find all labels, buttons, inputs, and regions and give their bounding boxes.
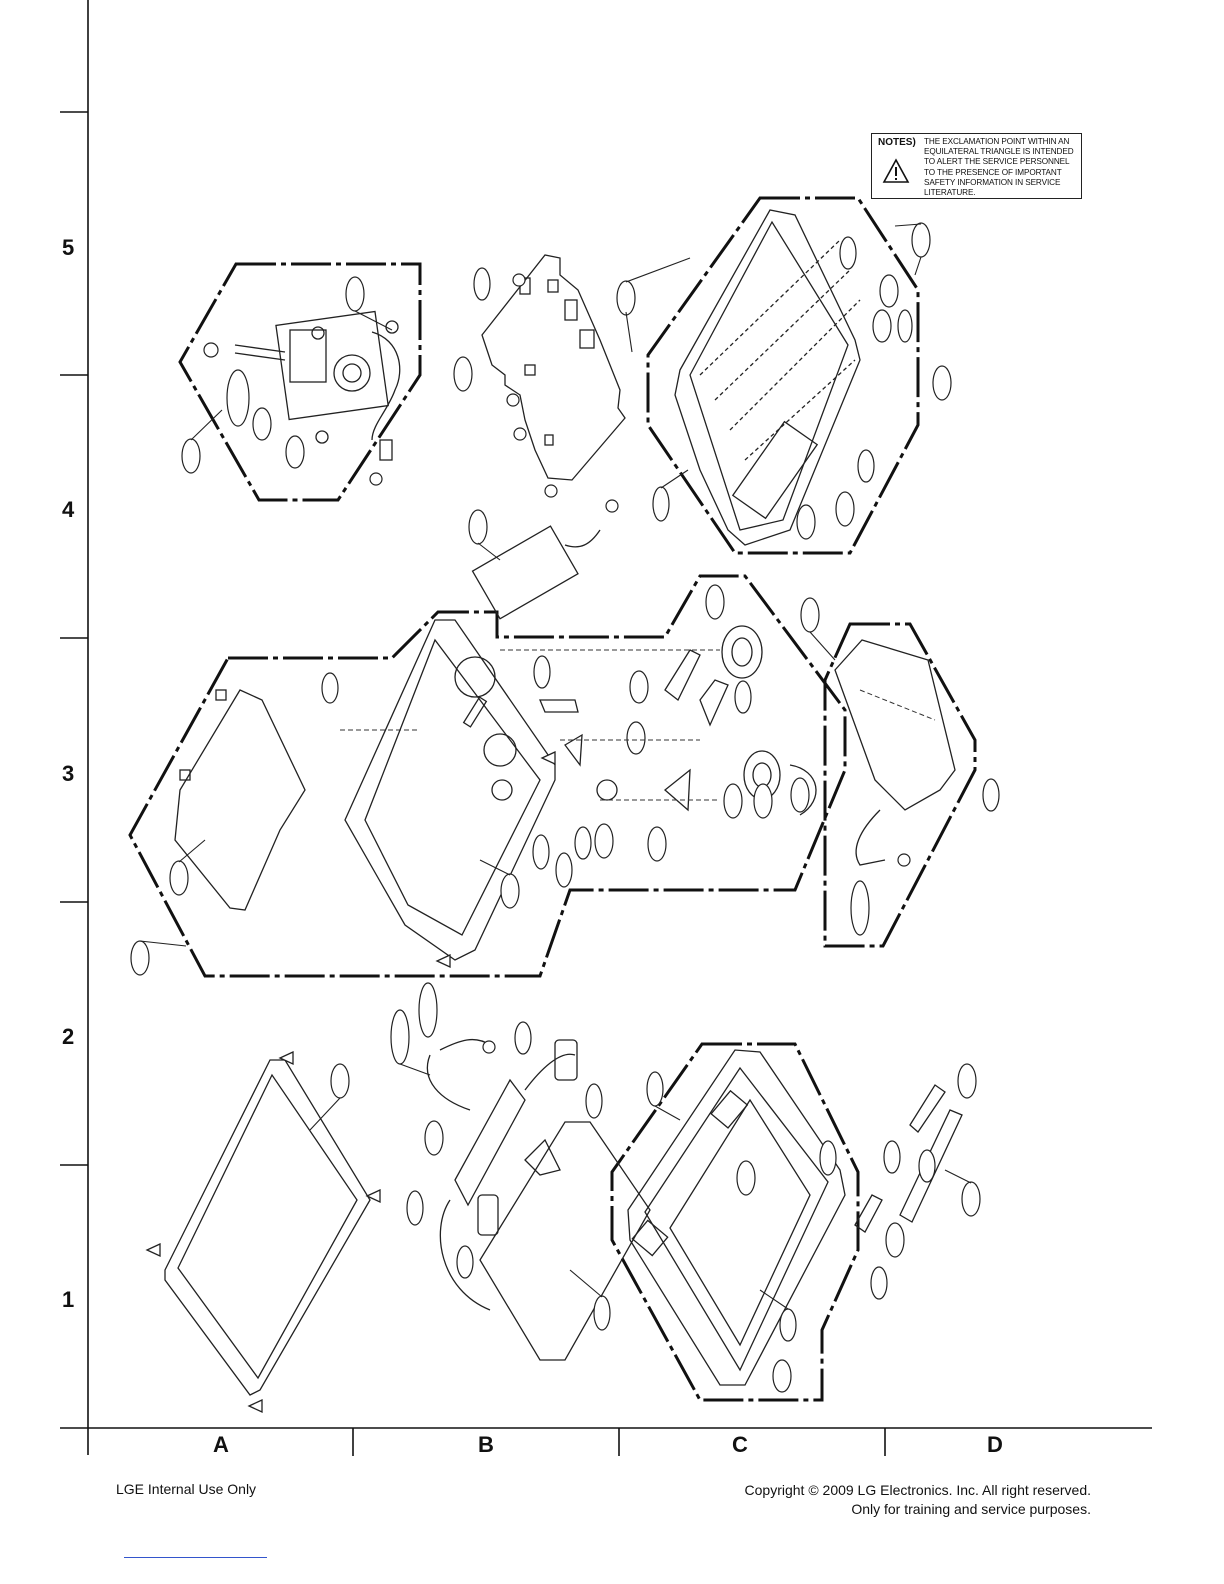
warning-triangle-icon	[540, 750, 556, 766]
lcd-window	[164, 1059, 371, 1396]
top-cabinet	[674, 209, 861, 546]
purpose-line: Only for training and service purposes.	[851, 1501, 1091, 1517]
optical-pickup	[275, 310, 389, 421]
lcd-panel	[479, 1121, 651, 1361]
notes-text: THE EXCLAMATION POINT WITHIN AN EQUILATE…	[924, 137, 1074, 198]
front-cabinet	[627, 1049, 846, 1386]
side-panel	[834, 639, 956, 811]
copyright-line: Copyright © 2009 LG Electronics. Inc. Al…	[744, 1482, 1091, 1498]
speaker-upper	[721, 625, 763, 679]
notes-heading: NOTES)	[878, 137, 916, 148]
footer-link-underline[interactable]	[124, 1557, 267, 1558]
row-label-1: 1	[62, 1287, 75, 1312]
row-label-2: 2	[62, 1024, 75, 1049]
lcd-rear-cover	[174, 689, 306, 911]
column-label-b: B	[478, 1432, 494, 1457]
base-frame	[344, 619, 556, 961]
column-label-c: C	[732, 1432, 748, 1457]
group-boundary-side-panel	[823, 622, 977, 948]
footer-copyright: Copyright © 2009 LG Electronics. Inc. Al…	[745, 1481, 1091, 1519]
column-label-a: A	[213, 1432, 229, 1457]
warning-triangle-icon	[247, 1398, 263, 1414]
control-pcb	[454, 1078, 526, 1207]
row-label-3: 3	[62, 761, 75, 786]
row-label-4: 4	[62, 497, 75, 522]
group-boundary-front-cabinet	[610, 1042, 860, 1402]
main-pcb	[481, 254, 626, 481]
warning-triangle-icon	[278, 1050, 294, 1066]
safety-notes-box: NOTES) THE EXCLAMATION POINT WITHIN AN E…	[871, 133, 1082, 199]
group-boundary-top-cabinet	[646, 196, 920, 555]
warning-triangle-icon	[365, 1188, 381, 1204]
row-label-5: 5	[62, 235, 75, 260]
group-boundary-middle	[128, 574, 847, 978]
warning-triangle-icon	[435, 953, 451, 969]
footer-internal-use: LGE Internal Use Only	[116, 1481, 257, 1497]
group-boundary-pickup	[178, 262, 422, 502]
column-label-d: D	[987, 1432, 1003, 1457]
warning-triangle-icon	[882, 158, 910, 183]
side-button-board	[909, 1084, 946, 1133]
warning-triangle-icon	[145, 1242, 161, 1258]
battery-pack	[471, 525, 579, 620]
